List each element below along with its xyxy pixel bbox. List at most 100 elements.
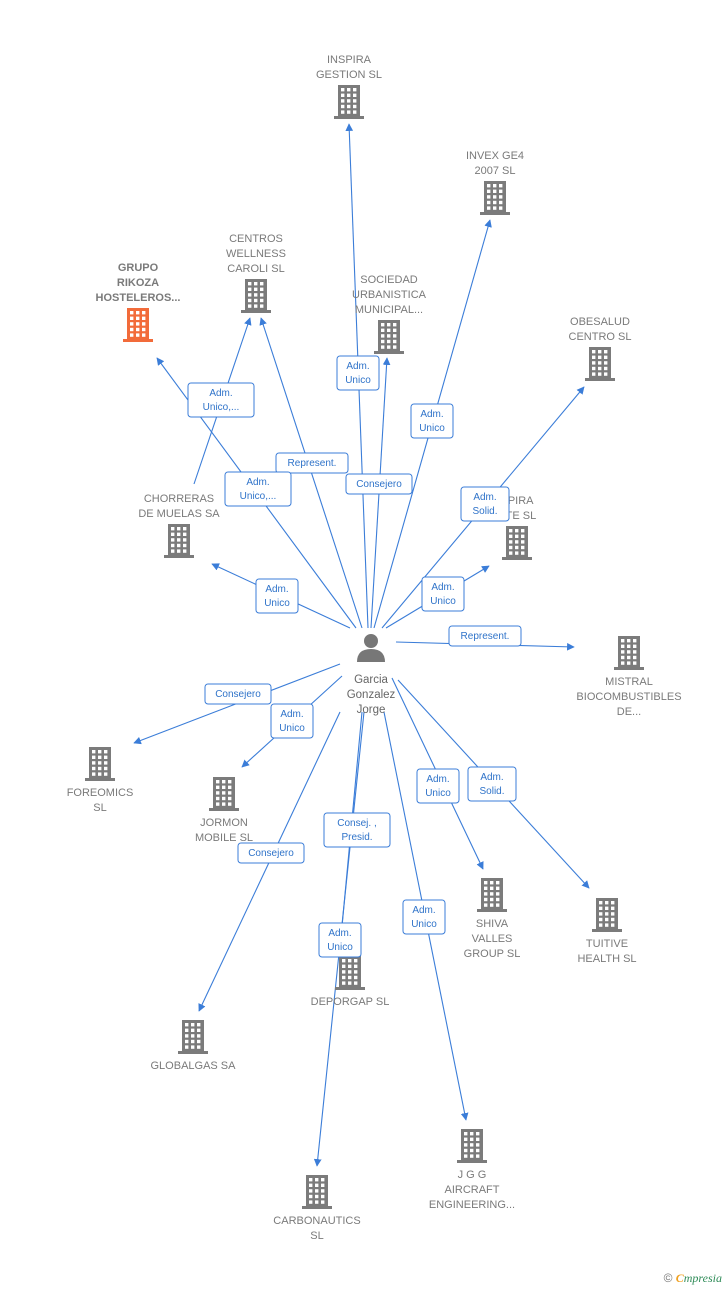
person-label: Gonzalez [347, 689, 396, 701]
edge-label-tuitive[interactable]: Adm.Solid. [467, 766, 517, 802]
edge-label-carbonautics[interactable]: Consej. ,Presid. [323, 812, 391, 848]
nodes-layer: INSPIRA GESTION SL INVEX GE4 2007 SL CENTROS… [67, 54, 682, 1242]
company-node-shiva[interactable]: SHIVA VALLES GROUP SL [464, 878, 521, 960]
building-icon[interactable] [335, 956, 365, 990]
building-icon[interactable] [85, 747, 115, 781]
building-icon[interactable] [457, 1129, 487, 1163]
company-node-mistral[interactable]: MISTRALBIOCOMBUSTIBLESDE... [576, 636, 682, 718]
edge-label-text: Adm. [346, 361, 369, 372]
building-icon[interactable] [477, 878, 507, 912]
company-label: DEPORGAP SL [311, 996, 390, 1008]
company-label: HOSTELEROS... [96, 292, 181, 304]
building-icon[interactable] [178, 1020, 208, 1054]
company-node-sociedad[interactable]: SOCIEDADURBANISTICAMUNICIPAL... [352, 274, 427, 354]
company-label: INVEX GE4 [466, 150, 524, 162]
company-label: AIRCRAFT [445, 1184, 500, 1196]
company-label: CAROLI SL [227, 263, 284, 275]
company-label: SHIVA [476, 918, 509, 930]
edge-label-text: Adm. [265, 584, 288, 595]
building-icon[interactable] [374, 320, 404, 354]
company-node-grupo[interactable]: GRUPO RIKOZA HOSTELEROS... [96, 262, 181, 342]
edge-label-text: Adm. [412, 905, 435, 916]
company-label: WELLNESS [226, 248, 286, 260]
company-label: MOBILE SL [195, 832, 253, 844]
company-label: SL [93, 802, 106, 814]
edge-label-foreomics[interactable]: Consejero [204, 683, 272, 705]
edge-label-chorrerasToCentros[interactable]: Adm.Unico,... [187, 382, 255, 418]
edge-label-text: Solid. [472, 506, 497, 517]
footer-brand: © Cmpresia [664, 1271, 722, 1286]
company-node-globalgas[interactable]: GLOBALGAS SA [151, 1020, 237, 1072]
company-label: MISTRAL [605, 676, 653, 688]
person-icon[interactable] [357, 634, 385, 662]
company-label: 2007 SL [475, 165, 516, 177]
edge-label-text: Adm. [420, 409, 443, 420]
company-label: GLOBALGAS SA [151, 1060, 237, 1072]
building-icon[interactable] [209, 777, 239, 811]
building-icon[interactable] [502, 526, 532, 560]
company-label: CARBONAUTICS [273, 1215, 360, 1227]
company-label: CENTRO SL [569, 331, 632, 343]
company-label: GROUP SL [464, 948, 521, 960]
company-label: RIKOZA [117, 277, 159, 289]
edge-labels-layer: Adm.UnicoAdm.UnicoRepresent.Adm.Unico,..… [187, 355, 522, 958]
company-node-carbonautics[interactable]: CARBONAUTICS SL [273, 1175, 361, 1242]
company-node-jormon[interactable]: JORMON MOBILE SL [195, 777, 253, 844]
edge-label-text: Adm. [431, 582, 454, 593]
building-icon[interactable] [241, 279, 271, 313]
company-label: BIOCOMBUSTIBLES [576, 691, 681, 703]
edge-label-obesalud[interactable]: Adm.Solid. [460, 486, 510, 522]
edge-label-globalgas[interactable]: Consejero [237, 842, 305, 864]
edge-label-jgg[interactable]: Adm. Unico [402, 899, 446, 935]
building-icon[interactable] [334, 85, 364, 119]
edge-label-shiva[interactable]: Adm.Unico [416, 768, 460, 804]
edge-label-text: Unico [411, 919, 437, 930]
building-icon[interactable] [585, 347, 615, 381]
edge-label-grupo[interactable]: Adm.Unico,... [224, 471, 292, 507]
building-icon[interactable] [123, 308, 153, 342]
edge-label-centros[interactable]: Represent. [275, 452, 349, 474]
company-node-inspira[interactable]: INSPIRA GESTION SL [316, 54, 382, 119]
edge-label-invex[interactable]: Adm.Unico [410, 403, 454, 439]
company-node-invex[interactable]: INVEX GE4 2007 SL [466, 150, 524, 215]
company-node-deporgap[interactable]: DEPORGAP SL [311, 956, 390, 1008]
edge-label-text: Unico [264, 598, 290, 609]
building-icon[interactable] [480, 181, 510, 215]
edge-label-sociedad[interactable]: Consejero [345, 473, 413, 495]
company-node-jgg[interactable]: J G GAIRCRAFTENGINEERING... [429, 1129, 515, 1211]
edge-label-jormon[interactable]: Adm.Unico [270, 703, 314, 739]
edge-label-text: Unico [345, 375, 371, 386]
edge-label-spira[interactable]: Adm.Unico [421, 576, 465, 612]
person-label: Jorge [357, 704, 386, 716]
company-label: SOCIEDAD [360, 274, 418, 286]
building-icon[interactable] [164, 524, 194, 558]
company-label: GESTION SL [316, 69, 382, 81]
edge-label-deporgap[interactable]: Adm.Unico [318, 922, 362, 958]
edge-label-text: Consejero [356, 479, 402, 490]
building-icon[interactable] [614, 636, 644, 670]
company-label: CENTROS [229, 233, 283, 245]
edge-label-chorreras[interactable]: Adm. Unico [255, 578, 299, 614]
company-label: JORMON [200, 817, 248, 829]
building-icon[interactable] [592, 898, 622, 932]
company-label: SL [310, 1230, 323, 1242]
empresia-logo[interactable]: Cmpresia [675, 1271, 722, 1285]
company-node-centros[interactable]: CENTROS WELLNESS CAROLI SL [226, 233, 286, 313]
edge-label-mistral[interactable]: Represent. [448, 625, 522, 647]
company-label: GRUPO [118, 262, 159, 274]
edge-label-text: Adm. [280, 709, 303, 720]
person-label: Garcia [354, 674, 388, 686]
edge-label-text: Consej. , [337, 818, 376, 829]
company-label: VALLES [472, 933, 513, 945]
edge-label-text: Unico [425, 788, 451, 799]
company-label: URBANISTICA [352, 289, 427, 301]
company-label: INSPIRA [327, 54, 372, 66]
edge-label-text: Adm. [246, 477, 269, 488]
edge-label-inspira[interactable]: Adm. Unico [336, 355, 380, 391]
building-icon[interactable] [302, 1175, 332, 1209]
